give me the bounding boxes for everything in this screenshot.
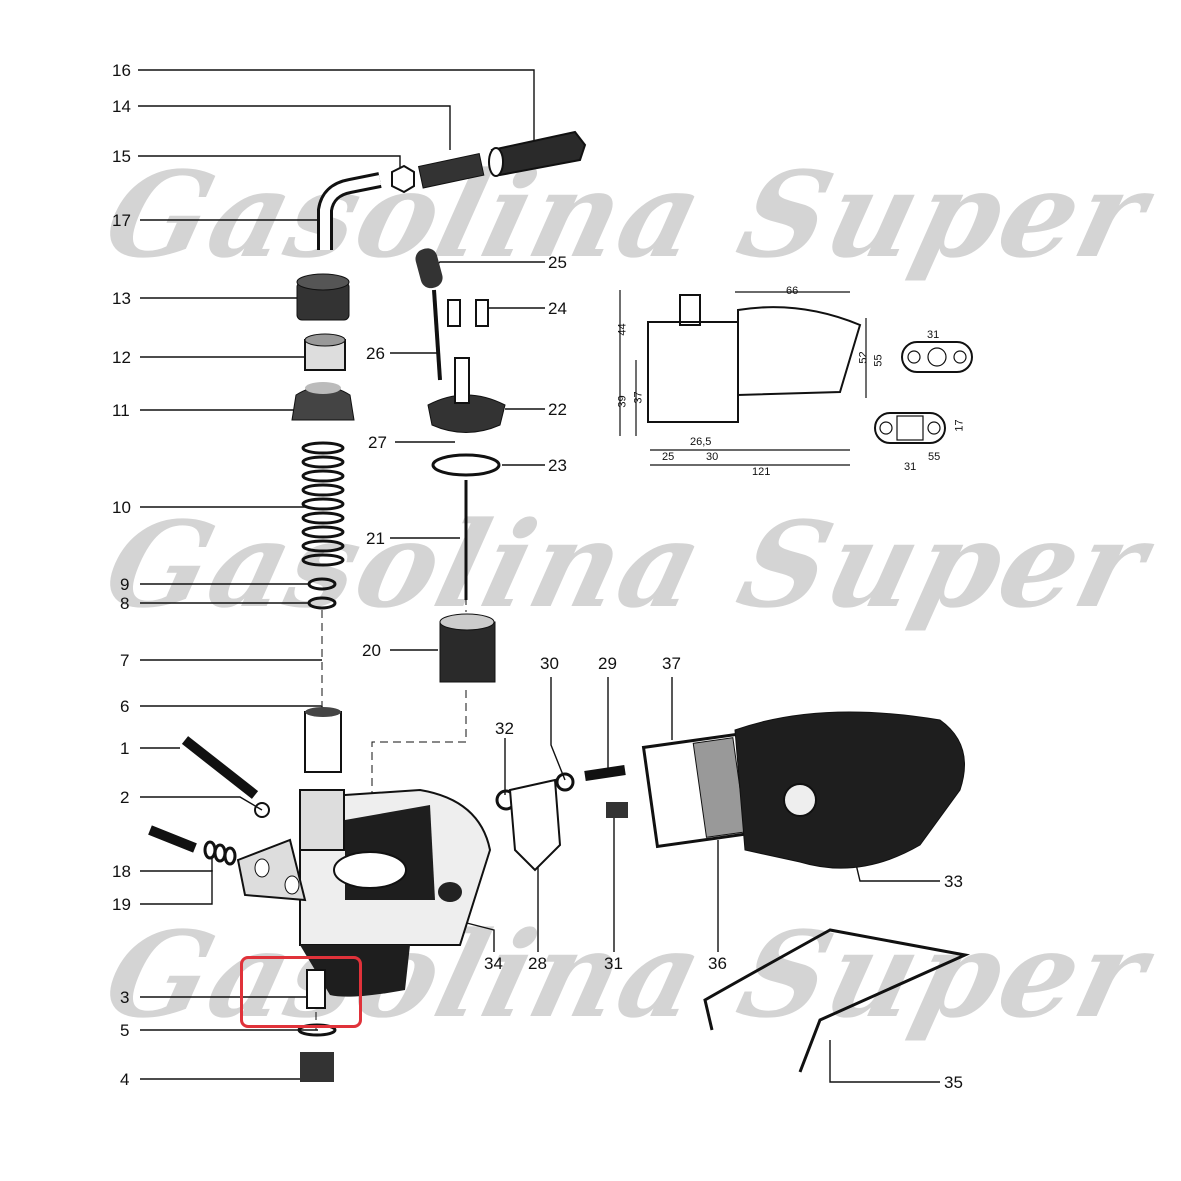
part-31	[606, 802, 628, 818]
callout-12: 12	[112, 348, 131, 367]
part-33	[734, 711, 965, 869]
dim-flange2-55: 55	[928, 451, 941, 463]
callout-30: 30	[540, 654, 559, 673]
leader-30	[550, 677, 566, 781]
dim-52: 52	[857, 351, 870, 364]
part-28	[508, 778, 562, 872]
part-11	[291, 382, 355, 421]
dimension-drawing	[619, 290, 973, 466]
dim-25: 25	[662, 451, 675, 463]
part-1	[181, 736, 259, 799]
dim-37: 37	[632, 391, 645, 404]
callout-21: 21	[366, 529, 385, 548]
part-22	[427, 357, 506, 433]
part-29	[584, 765, 626, 781]
part-9	[307, 577, 337, 591]
part-25	[415, 248, 443, 289]
leader-16	[138, 69, 535, 140]
callout-11: 11	[112, 401, 130, 420]
dim-flange2-31: 31	[904, 461, 917, 473]
leader-18	[140, 858, 213, 872]
callout-26: 26	[366, 344, 385, 363]
carburetor-body	[236, 788, 492, 997]
callout-20: 20	[362, 641, 381, 660]
dim-121: 121	[752, 466, 771, 478]
callout-6: 6	[120, 697, 130, 716]
highlight-box-part-3	[240, 956, 362, 1028]
callout-24: 24	[548, 299, 567, 318]
part-16	[488, 130, 587, 177]
part-12	[304, 333, 346, 371]
callout-2: 2	[120, 788, 130, 807]
callout-9: 9	[120, 575, 130, 594]
callout-36: 36	[708, 954, 727, 973]
callout-16: 16	[112, 61, 131, 80]
leader-14	[138, 105, 451, 150]
part-24	[447, 299, 489, 327]
dim-44: 44	[616, 323, 629, 336]
part-4	[300, 1052, 334, 1082]
callout-3: 3	[120, 988, 130, 1007]
part-6	[304, 707, 342, 773]
dim-flange1-55: 55	[872, 354, 885, 367]
dim-39: 39	[616, 395, 629, 408]
callout-33: 33	[944, 872, 963, 891]
callout-35: 35	[944, 1073, 963, 1092]
leader-35	[829, 1040, 940, 1083]
part-3	[306, 969, 326, 1009]
dim-66: 66	[786, 285, 799, 297]
callout-10: 10	[112, 498, 131, 517]
callout-4: 4	[120, 1070, 130, 1089]
leader-15	[138, 155, 401, 175]
callout-19: 19	[112, 895, 131, 914]
leader-2	[140, 796, 263, 811]
callout-8: 8	[120, 594, 130, 613]
callout-37: 37	[662, 654, 681, 673]
part-15	[391, 164, 415, 194]
callout-32: 32	[495, 719, 514, 738]
callout-31: 31	[604, 954, 623, 973]
callout-34: 34	[484, 954, 503, 973]
callout-27: 27	[368, 433, 387, 452]
part-10	[301, 441, 345, 567]
callout-17: 17	[112, 211, 131, 230]
leader-19	[140, 870, 213, 905]
callout-7: 7	[120, 651, 130, 670]
part-26	[432, 289, 442, 381]
part-35	[703, 928, 971, 1073]
dim-flange1-31: 31	[927, 329, 940, 341]
part-18	[148, 825, 197, 853]
leader-34	[454, 919, 495, 952]
part-30	[555, 772, 575, 792]
callout-25: 25	[548, 253, 567, 272]
part-23	[431, 453, 501, 477]
callout-13: 13	[112, 289, 131, 308]
callout-14: 14	[112, 97, 131, 116]
leader-6	[140, 705, 323, 712]
callout-5: 5	[120, 1021, 130, 1040]
leader-25	[429, 261, 545, 271]
part-20	[439, 613, 496, 683]
callout-18: 18	[112, 862, 131, 881]
part-19	[203, 840, 237, 866]
callout-28: 28	[528, 954, 547, 973]
callout-29: 29	[598, 654, 617, 673]
part-2	[254, 802, 270, 818]
callout-22: 22	[548, 400, 567, 419]
dim-30: 30	[706, 451, 719, 463]
dim-26-5: 26,5	[690, 436, 712, 448]
callout-15: 15	[112, 147, 131, 166]
part-14	[417, 152, 485, 189]
part-13	[296, 273, 350, 321]
dim-flange2-17: 17	[953, 419, 966, 432]
part-8	[307, 596, 337, 610]
callout-23: 23	[548, 456, 567, 475]
callout-1: 1	[120, 739, 130, 758]
